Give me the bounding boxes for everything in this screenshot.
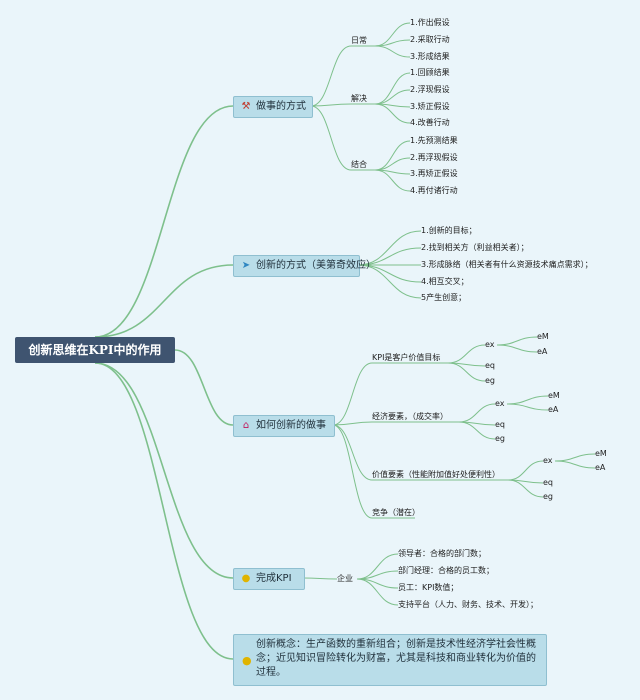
connector-line	[356, 578, 399, 606]
list-item[interactable]: 支持平台（人力、财务、技术、开发）；	[398, 600, 538, 609]
connector-line	[507, 479, 544, 498]
connector-line	[458, 421, 496, 440]
innovation-concept-note[interactable]: ● 创新概念：生产函数的重新组合；创新是技术性经济学社会性概念；近见知识冒险转化…	[233, 634, 547, 686]
list-item[interactable]: 2.再浮现假设	[410, 153, 458, 162]
root-topic[interactable]: 创新思维在KPI中的作用	[15, 337, 175, 363]
branch-innovation-methods[interactable]: ➤ 创新的方式（美第奇效应）	[233, 255, 376, 277]
group-label-daily[interactable]: 日常	[351, 36, 367, 45]
branch-complete-kpi[interactable]: ● 完成KPI	[233, 568, 305, 590]
lightbulb-icon: ●	[241, 573, 251, 584]
branch-how-to-innovate[interactable]: ⌂ 如何创新的做事	[233, 415, 335, 437]
connector-line	[554, 460, 596, 469]
list-item[interactable]: 4.相互交叉；	[421, 277, 469, 286]
factor-ea[interactable]: eA	[548, 405, 559, 414]
connector-line	[506, 395, 549, 405]
connector-line	[94, 362, 234, 579]
connector-line	[496, 336, 538, 346]
branch-label: 完成KPI	[256, 573, 292, 584]
list-item[interactable]: 2.浮现假设	[410, 85, 450, 94]
connector-line	[332, 424, 373, 481]
connector-line	[374, 157, 411, 171]
branch-label: 如何创新的做事	[256, 420, 326, 431]
factor-eq[interactable]: eq	[485, 361, 495, 370]
list-item[interactable]: 员工：KPI数值；	[398, 583, 459, 592]
connector-line	[374, 169, 411, 192]
factor-ex[interactable]: ex	[485, 340, 495, 349]
sub-topic-enterprise[interactable]: 企业	[337, 574, 353, 583]
group-label-economic[interactable]: 经济要素，（成交率）	[372, 412, 448, 421]
list-item[interactable]: 4.再付诸行动	[410, 186, 458, 195]
factor-em[interactable]: eM	[595, 449, 607, 458]
list-item[interactable]: 1.作出假设	[410, 18, 450, 27]
list-item[interactable]: 领导者：合格的部门数；	[398, 549, 486, 558]
connector-line	[447, 362, 486, 382]
group-label-competition[interactable]: 竞争（潜在）	[372, 508, 420, 517]
list-item[interactable]: 3.再矫正假设	[410, 169, 458, 178]
list-item[interactable]: 2.找到相关方（利益相关者）；	[421, 243, 529, 252]
connector-line	[374, 140, 411, 171]
factor-em[interactable]: eM	[548, 391, 560, 400]
factor-eg[interactable]: eg	[485, 376, 495, 385]
connector-line	[94, 362, 234, 660]
connector-line	[310, 103, 352, 107]
note-text: 创新概念：生产函数的重新组合；创新是技术性经济学社会性概念；近见知识冒险转化为财…	[256, 639, 536, 678]
factor-em[interactable]: eM	[537, 332, 549, 341]
factor-eq[interactable]: eq	[495, 420, 505, 429]
factor-ea[interactable]: eA	[537, 347, 548, 356]
list-item[interactable]: 2.采取行动	[410, 35, 450, 44]
factor-ex[interactable]: ex	[495, 399, 505, 408]
factor-eg[interactable]: eg	[543, 492, 553, 501]
list-item[interactable]: 部门经理：合格的员工数；	[398, 566, 494, 575]
connector-line	[374, 89, 411, 105]
connector-line	[357, 264, 422, 299]
factor-ex[interactable]: ex	[543, 456, 553, 465]
connector-line	[507, 460, 544, 481]
group-label-combine[interactable]: 结合	[351, 160, 367, 169]
connector-line	[302, 577, 338, 580]
list-item[interactable]: 3.形成结果	[410, 52, 450, 61]
list-item[interactable]: 4.改善行动	[410, 118, 450, 127]
connector-line	[374, 22, 411, 47]
connector-line	[310, 45, 352, 107]
connector-line	[374, 72, 411, 105]
connector-line	[506, 403, 549, 411]
home-icon: ⌂	[242, 420, 250, 431]
group-label-kpi-customer-value[interactable]: KPI是客户价值目标	[372, 353, 441, 362]
factor-eq[interactable]: eq	[543, 478, 553, 487]
connector-line	[94, 105, 234, 338]
connector-line	[496, 344, 538, 353]
list-item[interactable]: 1.创新的目标；	[421, 226, 477, 235]
paper-plane-icon: ➤	[241, 260, 251, 271]
connector-line	[332, 362, 373, 426]
list-item[interactable]: 3.矫正假设	[410, 102, 450, 111]
branch-label: 做事的方式	[256, 101, 306, 112]
factor-eg[interactable]: eg	[495, 434, 505, 443]
list-item[interactable]: 1.回顾结果	[410, 68, 450, 77]
connector-line	[458, 403, 496, 423]
connector-line	[94, 264, 234, 338]
group-label-value[interactable]: 价值要素（性能附加值好处便利性）	[372, 470, 500, 479]
connector-line	[374, 103, 411, 124]
connector-line	[374, 45, 411, 58]
lightbulb-icon: ●	[242, 654, 252, 667]
connector-line	[174, 349, 234, 426]
connector-line	[554, 453, 596, 462]
list-item[interactable]: 3.形成脉络（相关者有什么资源技术痛点需求）；	[421, 260, 593, 269]
branch-label: 创新的方式（美第奇效应）	[256, 260, 376, 271]
connector-line	[447, 344, 486, 364]
factor-ea[interactable]: eA	[595, 463, 606, 472]
list-item[interactable]: 1.先预测结果	[410, 136, 458, 145]
group-label-solve[interactable]: 解决	[351, 94, 367, 103]
wrench-icon: ⚒	[241, 101, 251, 112]
branch-doing-methods[interactable]: ⚒ 做事的方式	[233, 96, 313, 118]
connector-line	[332, 421, 373, 426]
list-item[interactable]: 5产生创意；	[421, 293, 467, 302]
connector-line	[332, 424, 373, 519]
connector-line	[310, 105, 352, 171]
